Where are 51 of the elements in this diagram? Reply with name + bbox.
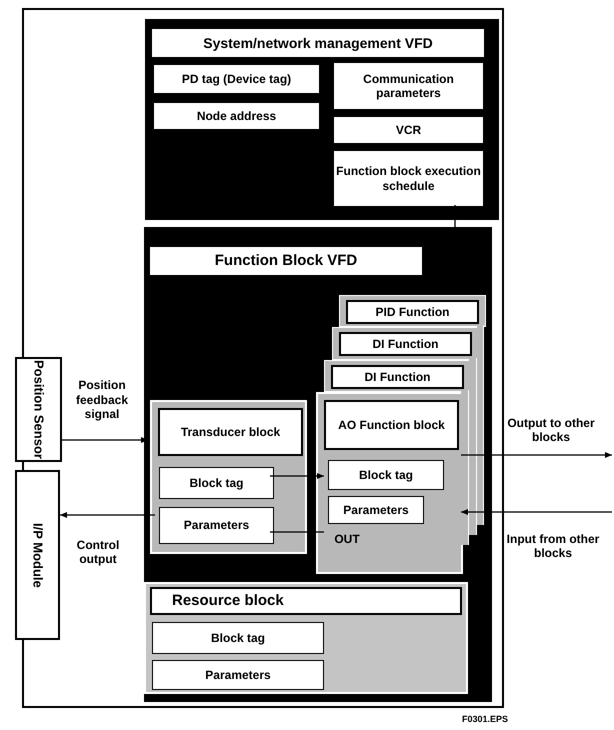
item-label: Block tag — [188, 476, 244, 490]
block-heading — [158, 408, 303, 456]
resource-block-panel — [144, 582, 468, 694]
parameter-box — [328, 460, 444, 490]
item-label: Parameters — [204, 668, 272, 682]
block-heading — [324, 400, 459, 450]
parameter-box — [152, 660, 324, 690]
item-label: Block tag — [358, 468, 414, 482]
module-box — [15, 357, 62, 462]
arrow — [60, 512, 155, 518]
parameter-box — [152, 622, 324, 654]
module-label: Position Sensor — [31, 360, 46, 459]
item-label: OUT — [333, 532, 361, 546]
arrow — [270, 473, 324, 479]
block-heading: DI Function — [331, 365, 464, 389]
item-label: PD tag (Device tag) — [180, 72, 292, 86]
item-label: Node address — [196, 108, 278, 124]
item-label: VCR — [394, 122, 422, 138]
module-label: I/P Module — [30, 522, 45, 588]
item-label: Function block execution schedule — [335, 164, 482, 193]
parameter-box — [333, 116, 484, 144]
module-box — [15, 470, 60, 640]
vfd-panel — [144, 227, 492, 702]
parameter-box — [159, 467, 274, 499]
item-label: Transducer block — [180, 424, 282, 440]
parameter-box — [333, 150, 484, 207]
block-heading: Resource block — [150, 587, 462, 615]
parameter-box — [328, 496, 424, 524]
device-outline — [22, 8, 504, 708]
item-label: Block tag — [210, 630, 266, 646]
arrow — [461, 452, 612, 458]
vfd-panel — [145, 19, 499, 220]
stacked-function-block — [339, 295, 486, 327]
parameter-box — [153, 64, 320, 94]
parameter-box — [159, 507, 274, 544]
panel-heading: Function Block VFD — [150, 247, 422, 275]
block-heading: PID Function — [346, 300, 479, 324]
item-label: AO Function block — [337, 418, 446, 432]
arrow — [461, 509, 612, 515]
stacked-function-block — [324, 360, 471, 392]
parameter-box — [333, 62, 484, 110]
function-block-card — [150, 400, 307, 554]
parameter-box — [153, 102, 320, 130]
item-label: Communication parameters — [362, 72, 455, 100]
function-block-card — [316, 392, 463, 574]
figure-number: F0301.EPS — [462, 713, 508, 726]
item-label: Parameters — [342, 502, 410, 518]
panel-heading: System/network management VFD — [152, 29, 484, 57]
item-label: Parameters — [182, 518, 250, 533]
stacked-function-block — [332, 327, 479, 360]
block-heading: DI Function — [339, 332, 472, 356]
